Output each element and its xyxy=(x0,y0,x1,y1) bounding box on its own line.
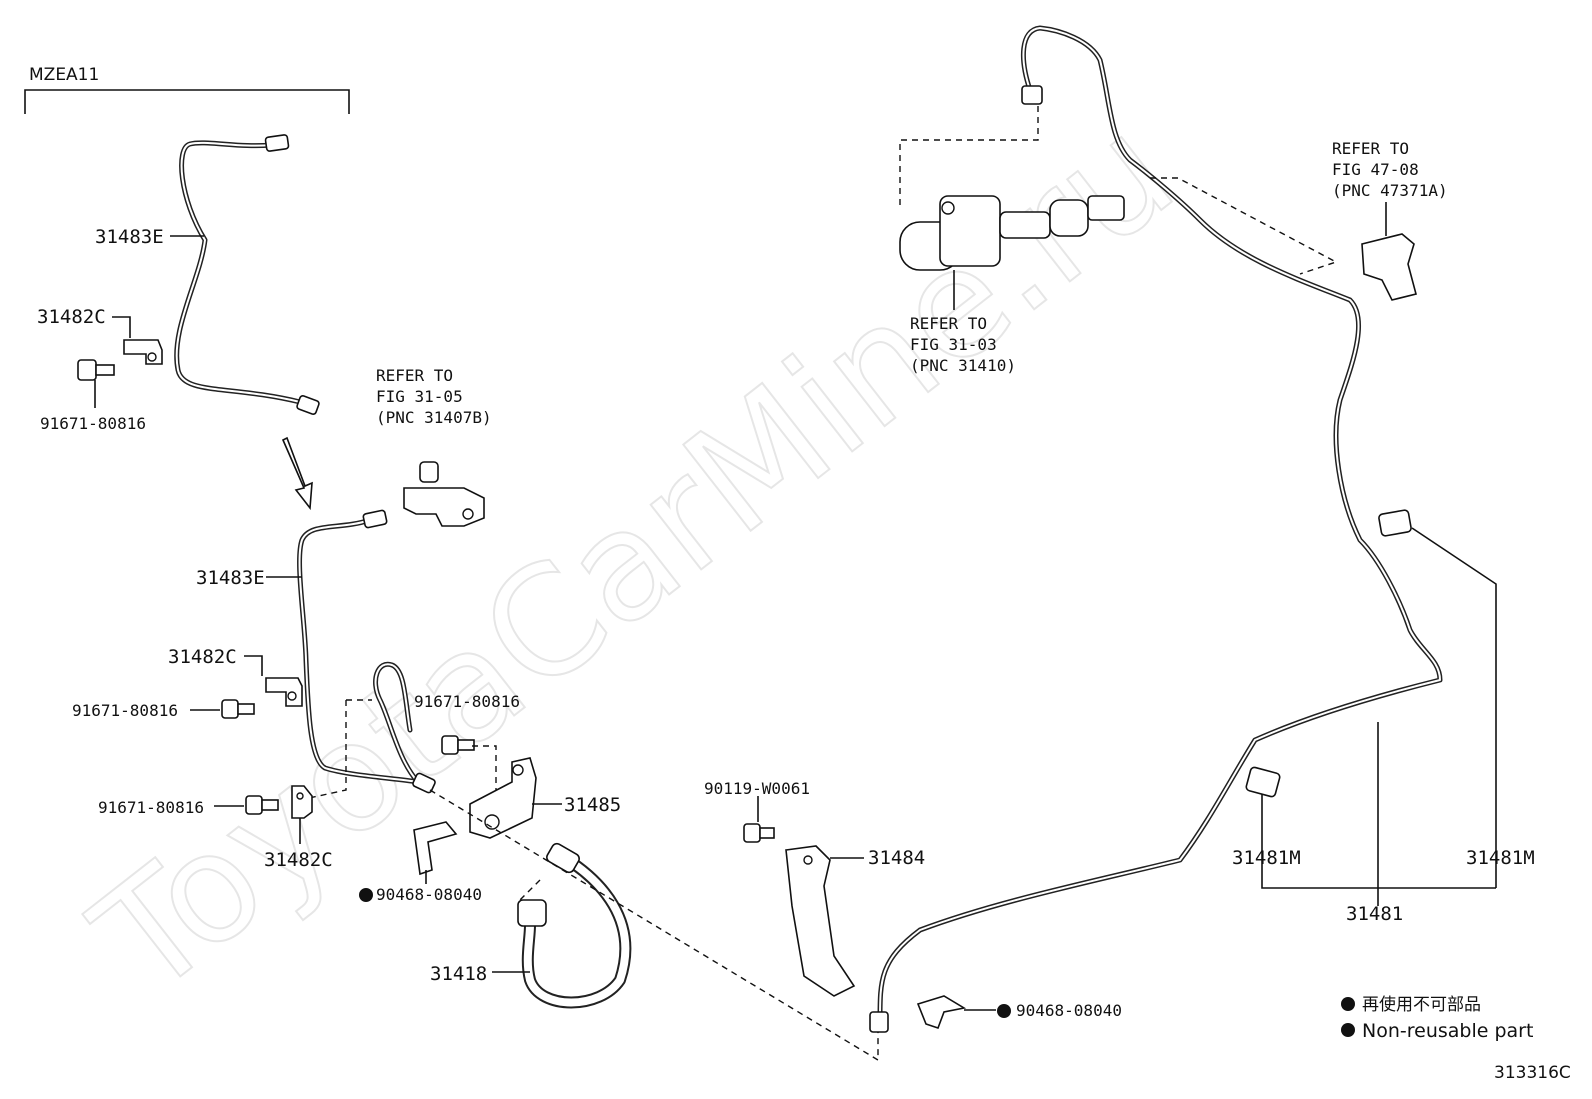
hose-31418 xyxy=(517,842,632,1009)
clamp-31481m-right xyxy=(1378,509,1412,537)
ref2-line2: FIG 31-03 xyxy=(910,335,997,354)
bolt-91671-clip xyxy=(441,735,475,755)
non-reusable-dot-left xyxy=(359,888,373,902)
label-31485: 31485 xyxy=(564,794,621,816)
bracket-31484 xyxy=(785,845,856,997)
clamp-47371a xyxy=(1361,233,1417,301)
bracket-31485 xyxy=(469,757,537,839)
tube-31481 xyxy=(869,25,1443,1033)
clamp-31482c-upper xyxy=(123,339,163,365)
bolt-91671-upper xyxy=(77,359,115,381)
label-31483e-lower: 31483E xyxy=(196,567,265,589)
ref1-line2: FIG 31-05 xyxy=(376,387,463,406)
bolt-91671-mid xyxy=(221,699,255,719)
label-31483e-upper: 31483E xyxy=(95,226,164,248)
non-reusable-dot-right xyxy=(997,1004,1011,1018)
label-90119: 90119-W0061 xyxy=(704,779,810,798)
clip-90468-left xyxy=(413,821,458,876)
model-code: MZEA11 xyxy=(29,65,99,85)
bolt-91671-low xyxy=(245,795,279,815)
union-fitting xyxy=(403,461,485,527)
legend-jp: 再使用不可部品 xyxy=(1362,994,1481,1015)
master-cylinder xyxy=(899,195,1125,271)
label-31482c-low: 31482C xyxy=(264,849,333,871)
legend-dot-en xyxy=(1341,1023,1355,1037)
ref2-line3: (PNC 31410) xyxy=(910,356,1016,375)
label-31482c-mid: 31482C xyxy=(168,646,237,668)
ref3-line2: FIG 47-08 xyxy=(1332,160,1419,179)
label-90468-right: 90468-08040 xyxy=(1016,1001,1122,1020)
label-91671-clip: 91671-80816 xyxy=(414,692,520,711)
ref3-line3: (PNC 47371A) xyxy=(1332,181,1448,200)
figure-code: 313316C xyxy=(1494,1063,1571,1083)
tube-31483e-upper xyxy=(174,134,320,415)
label-91671-upper: 91671-80816 xyxy=(40,414,146,433)
legend-dot-jp xyxy=(1341,997,1355,1011)
legend-en: Non-reusable part xyxy=(1362,1020,1533,1042)
label-31481: 31481 xyxy=(1346,903,1403,925)
clamp-31482c-mid xyxy=(265,677,303,707)
label-31482c-upper: 31482C xyxy=(37,306,106,328)
ref1-line1: REFER TO xyxy=(376,366,453,385)
tube-31483e-lower xyxy=(297,509,436,794)
label-31481m-left: 31481M xyxy=(1232,847,1301,869)
label-91671-low: 91671-80816 xyxy=(98,798,204,817)
bolt-90119 xyxy=(743,823,775,843)
model-bracket xyxy=(24,89,350,114)
label-31481m-right: 31481M xyxy=(1466,847,1535,869)
label-90468-left: 90468-08040 xyxy=(376,885,482,904)
clip-90468-right xyxy=(916,995,967,1030)
label-31418: 31418 xyxy=(430,963,487,985)
label-91671-mid: 91671-80816 xyxy=(72,701,178,720)
clamp-31481m-left xyxy=(1245,766,1281,798)
ref2-line1: REFER TO xyxy=(910,314,987,333)
clamp-31482c-low xyxy=(291,785,313,819)
ref3-line1: REFER TO xyxy=(1332,139,1409,158)
ref1-line3: (PNC 31407B) xyxy=(376,408,492,427)
direction-arrow xyxy=(281,436,313,511)
label-31484: 31484 xyxy=(868,847,925,869)
